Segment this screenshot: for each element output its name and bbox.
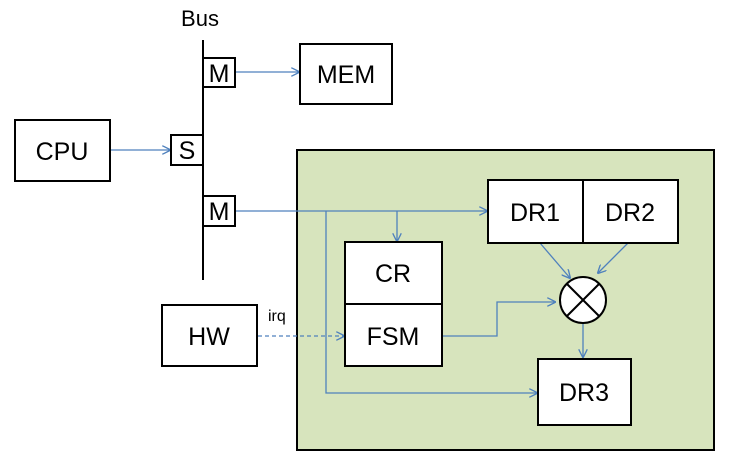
port-master-bottom-label: M — [209, 198, 230, 226]
dr2-block: DR2 — [582, 179, 679, 244]
multiplier-icon — [559, 276, 607, 324]
mem-block: MEM — [299, 43, 393, 105]
port-master-top: M — [202, 57, 236, 88]
connectors — [110, 72, 629, 393]
dr3-block: DR3 — [537, 358, 632, 426]
dr2-label: DR2 — [605, 199, 655, 227]
hw-label: HW — [188, 323, 230, 351]
mem-label: MEM — [317, 61, 375, 89]
dr1-block: DR1 — [487, 179, 584, 244]
hw-block: HW — [161, 304, 258, 367]
fsm-to-multiplier-arrow — [443, 302, 555, 337]
fsm-label: FSM — [367, 323, 420, 351]
dr1-label: DR1 — [510, 199, 560, 227]
dr2-to-multiplier-arrow — [598, 242, 629, 273]
bus-label: Bus — [181, 6, 219, 31]
irq-label: irq — [268, 308, 286, 325]
dr1-to-multiplier-arrow — [539, 242, 570, 278]
cr-block: CR — [344, 241, 443, 305]
cpu-block: CPU — [14, 119, 111, 182]
bus-to-dr3-arrow — [325, 211, 537, 393]
port-master-top-label: M — [209, 60, 230, 88]
port-slave: S — [170, 134, 204, 166]
port-slave-label: S — [179, 137, 196, 165]
cpu-label: CPU — [36, 138, 89, 166]
fsm-block: FSM — [344, 303, 443, 367]
dr3-label: DR3 — [559, 379, 609, 407]
cr-label: CR — [375, 260, 411, 288]
port-master-bottom: M — [202, 195, 236, 227]
